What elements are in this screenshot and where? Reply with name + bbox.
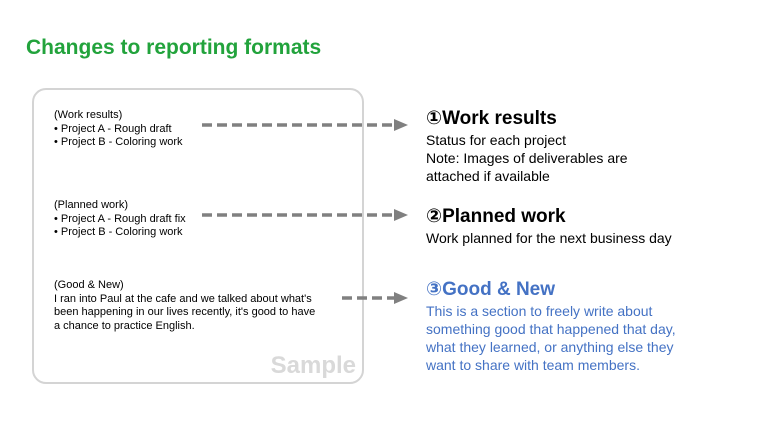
sample-block-work-results: (Work results) • Project A - Rough draft… [54, 109, 183, 150]
section-good-new: ③Good & New This is a section to freely … [426, 278, 676, 374]
sample-block-planned-work: (Planned work) • Project A - Rough draft… [54, 199, 186, 240]
sample-block-line: • Project A - Rough draft [54, 122, 172, 135]
sample-block-heading: (Good & New) [54, 279, 124, 291]
section-desc: attached if available [426, 168, 550, 184]
sample-block-line: I ran into Paul at the cafe and we talke… [54, 292, 312, 305]
section-desc: Note: Images of deliverables are [426, 150, 628, 166]
sample-report-box: Sample [32, 88, 364, 384]
section-desc: This is a section to freely write about [426, 303, 653, 319]
sample-block-heading: (Planned work) [54, 199, 128, 211]
section-desc: Work planned for the next business day [426, 230, 672, 246]
section-heading: ③Good & New [426, 279, 556, 300]
dashed-arrow-icon [202, 207, 408, 223]
dashed-arrow-icon [342, 290, 408, 306]
sample-watermark: Sample [270, 352, 356, 379]
sample-block-line: • Project B - Coloring work [54, 136, 183, 148]
section-desc: something good that happened that day, [426, 321, 676, 337]
page-title: Changes to reporting formats [26, 36, 322, 59]
section-planned-work: ②Planned work Work planned for the next … [426, 205, 672, 247]
section-desc: want to share with team members. [426, 357, 640, 373]
section-heading: ①Work results [426, 108, 557, 129]
section-work-results: ①Work results Status for each project No… [426, 107, 628, 185]
section-desc: Status for each project [426, 132, 567, 148]
section-heading: ②Planned work [426, 206, 566, 227]
sample-block-line: • Project A - Rough draft fix [54, 212, 186, 225]
sample-block-line: • Project B - Coloring work [54, 226, 183, 238]
sample-block-line: been happening in our lives recently, it… [54, 306, 316, 318]
sample-block-heading: (Work results) [54, 109, 123, 121]
sample-block-line: a chance to practice English. [54, 319, 195, 332]
dashed-arrow-icon [202, 117, 408, 133]
sample-block-good-new: (Good & New) I ran into Paul at the cafe… [54, 279, 315, 333]
section-desc: what they learned, or anything else they [426, 339, 674, 355]
